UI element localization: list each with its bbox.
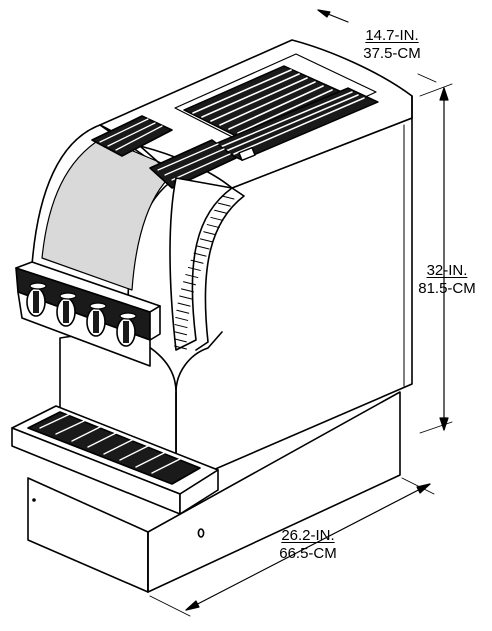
tower-side-panel: [175, 117, 413, 487]
trim-rib: [196, 245, 210, 250]
depth-imperial: 14.7-IN.: [365, 27, 419, 44]
trim-rib: [210, 216, 224, 221]
base-cabinet: [27, 391, 401, 593]
trim-rib: [174, 331, 188, 336]
dispense-valves: [26, 282, 137, 347]
trim-rib: [206, 224, 220, 229]
trim-rib: [193, 252, 207, 257]
trim-rib: [176, 309, 190, 314]
drip-tray: [11, 405, 219, 515]
trim-rib: [177, 302, 191, 307]
height-imperial: 32-IN.: [426, 262, 468, 279]
merchandising-panel: [31, 115, 237, 305]
top-vent-grille: [183, 65, 379, 162]
width-metric: 66.5-CM: [279, 545, 337, 562]
trim-rib: [179, 295, 193, 300]
height-metric: 81.5-CM: [418, 280, 476, 297]
trim-rib: [217, 202, 231, 207]
trim-rib: [185, 274, 199, 279]
curved-side-trim: [169, 177, 245, 351]
dimension-lines: [149, 9, 453, 617]
dispense-valve[interactable]: [86, 302, 107, 337]
trim-rib: [214, 209, 228, 214]
width-dimension-label: 26.2-IN. 66.5-CM: [263, 527, 353, 563]
dispense-valve[interactable]: [26, 282, 47, 317]
depth-dimension-label: 14.7-IN. 37.5-CM: [352, 27, 432, 63]
width-imperial: 26.2-IN.: [281, 527, 335, 544]
dispense-valve[interactable]: [116, 312, 137, 347]
width-arrow-left: [185, 600, 200, 611]
trim-rib: [190, 259, 204, 264]
trim-rib: [174, 324, 188, 329]
trim-rib: [203, 231, 217, 236]
trim-rib: [187, 266, 201, 271]
trim-rib: [175, 316, 189, 321]
trim-rib: [180, 288, 194, 293]
valve-bar: [15, 261, 161, 367]
width-dimension-line: [185, 483, 431, 611]
trim-rib: [174, 345, 188, 350]
trim-rib: [199, 238, 213, 243]
dispense-valve[interactable]: [56, 292, 77, 327]
depth-metric: 37.5-CM: [363, 45, 421, 62]
height-dimension-label: 32-IN. 81.5-CM: [404, 262, 490, 298]
base-screw-hole: [197, 528, 205, 538]
trim-rib: [221, 195, 235, 200]
depth-arrow: [317, 9, 331, 18]
trim-rib: [183, 281, 197, 286]
height-arrow-top: [439, 87, 449, 101]
trim-rib: [173, 338, 187, 343]
